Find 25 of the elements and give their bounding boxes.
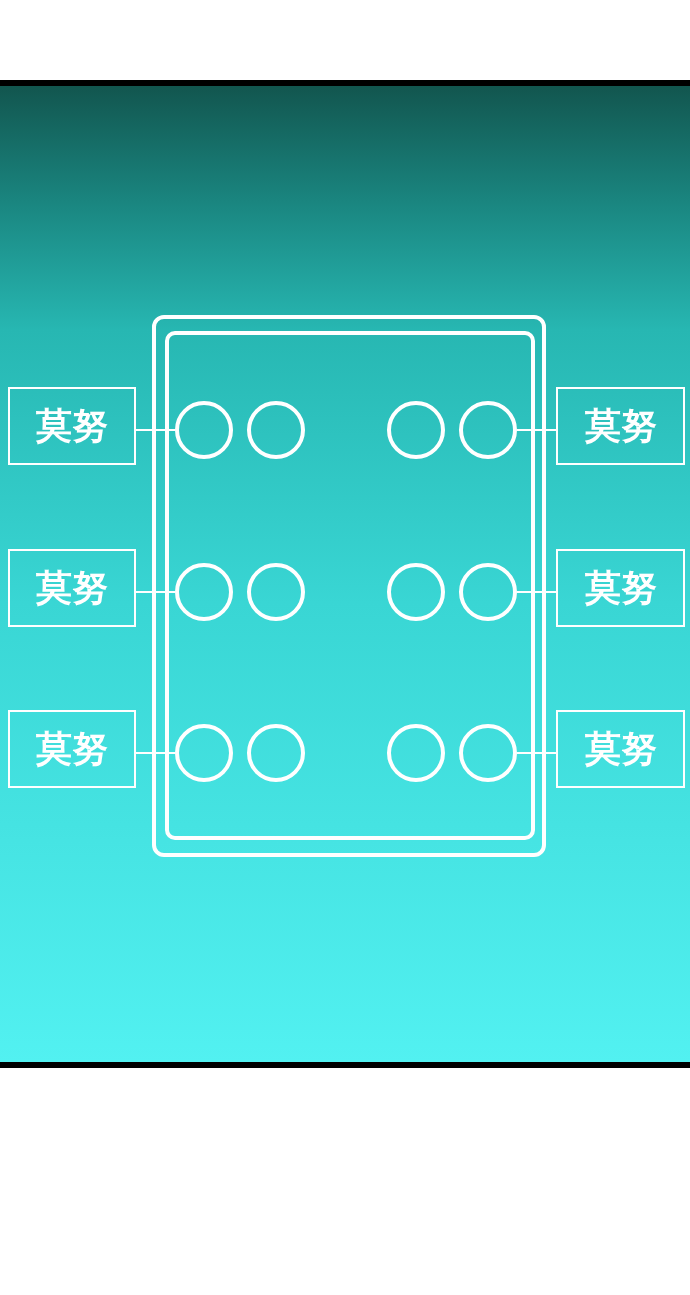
seat-circle xyxy=(387,724,445,782)
name-label: 莫努 xyxy=(556,387,685,465)
leader-line xyxy=(516,429,557,431)
seat-circle xyxy=(247,563,305,621)
name-label: 莫努 xyxy=(556,549,685,627)
seat-circle xyxy=(459,563,517,621)
seat-circle xyxy=(387,401,445,459)
table-frame xyxy=(152,315,546,857)
seat-circle xyxy=(459,401,517,459)
seat-circle xyxy=(175,401,233,459)
name-label: 莫努 xyxy=(8,710,136,788)
name-label: 莫努 xyxy=(8,549,136,627)
leader-line xyxy=(135,752,176,754)
seat-circle xyxy=(459,724,517,782)
seat-circle xyxy=(387,563,445,621)
leader-line xyxy=(516,591,557,593)
seat-circle xyxy=(247,401,305,459)
leader-line xyxy=(135,591,176,593)
seat-circle xyxy=(175,563,233,621)
leader-line xyxy=(516,752,557,754)
seat-circle xyxy=(175,724,233,782)
name-label: 莫努 xyxy=(556,710,685,788)
name-label: 莫努 xyxy=(8,387,136,465)
seat-circle xyxy=(247,724,305,782)
leader-line xyxy=(135,429,176,431)
